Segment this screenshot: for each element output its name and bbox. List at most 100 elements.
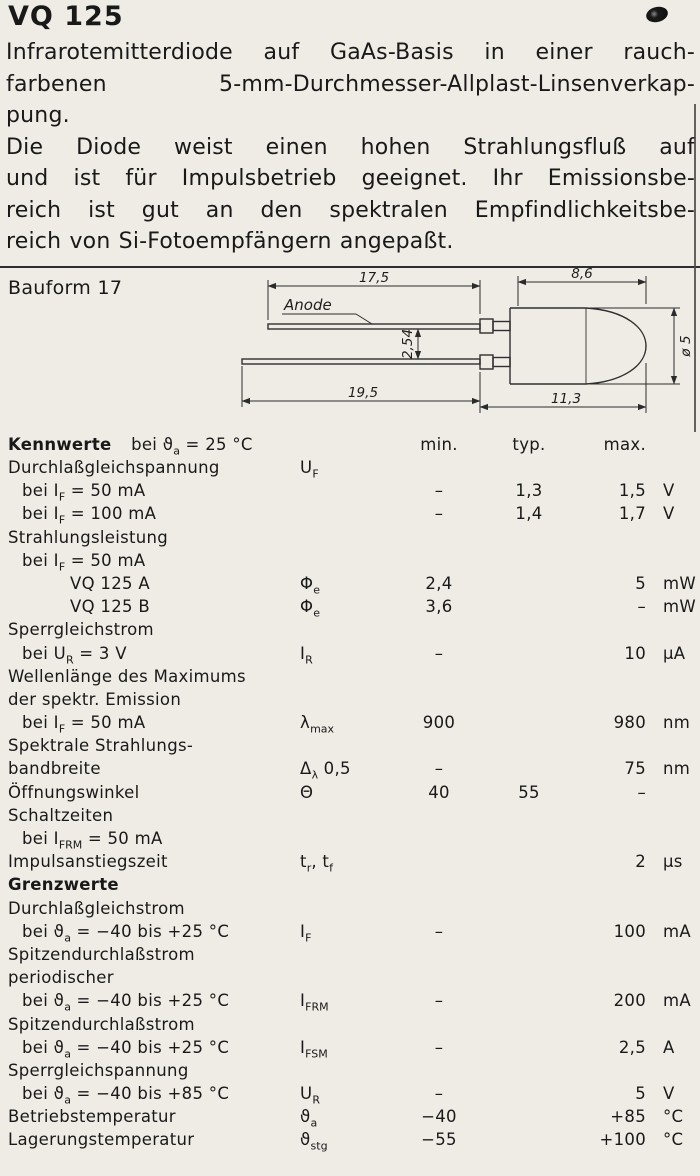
col-header-min: min. — [420, 435, 458, 454]
row-label: bandbreite — [8, 759, 101, 779]
row-min: – — [434, 643, 444, 663]
led-package-outline — [241, 307, 647, 385]
row-symbol: IR — [300, 643, 313, 666]
row-min: – — [434, 991, 444, 1011]
row-label: VQ 125 A — [70, 573, 150, 593]
table-row: Spitzendurchlaßstrom — [8, 1013, 694, 1036]
row-symbol: ϑa — [300, 1107, 318, 1130]
row-max: 2,5 — [618, 1037, 646, 1057]
paragraph-line: farbenen 5-mm-Durchmesser-Allplast-Linse… — [6, 71, 695, 97]
row-unit: nm — [663, 713, 691, 733]
row-unit: mA — [663, 991, 691, 1011]
section-divider — [0, 266, 700, 268]
row-label: bei ϑa = −40 bis +25 °C — [22, 1037, 230, 1060]
row-max: 200 — [613, 991, 646, 1011]
row-label: Öffnungswinkel — [8, 782, 140, 802]
row-unit: mW — [663, 573, 696, 593]
row-symbol: UR — [300, 1084, 321, 1107]
row-label: Sperrgleichstrom — [8, 620, 154, 640]
row-label: Strahlungsleistung — [8, 527, 169, 547]
row-typ: 1,4 — [515, 504, 543, 524]
row-symbol: Θ — [300, 782, 314, 802]
row-label: bei UR = 3 V — [22, 643, 127, 666]
dim-lead-bottom: 19,5 — [348, 385, 378, 401]
row-label: Lagerungstemperatur — [8, 1130, 195, 1150]
row-min: 40 — [428, 782, 450, 802]
row-max: 100 — [613, 921, 646, 941]
row-label: VQ 125 B — [70, 597, 150, 617]
row-label: bei ϑa = −40 bis +25 °C — [22, 921, 230, 945]
row-label: Durchlaßgleichspannung — [8, 458, 220, 477]
row-unit: °C — [663, 1107, 684, 1127]
row-unit: μs — [663, 852, 683, 872]
row-symbol: UF — [300, 458, 319, 481]
row-symbol: ϑstg — [300, 1130, 328, 1153]
row-unit: °C — [663, 1130, 684, 1150]
part-number-title: VQ 125 — [8, 1, 124, 32]
registration-dot-icon — [644, 4, 670, 25]
row-label: bei IF = 50 mA — [22, 481, 146, 504]
row-min: 3,6 — [425, 597, 453, 617]
table-row: Wellenlänge des Maximums — [8, 665, 694, 688]
paragraph-line: Infrarotemitterdiode auf GaAs-Basis in e… — [6, 40, 695, 65]
row-max: 75 — [624, 759, 646, 779]
row-max: +85 — [610, 1107, 646, 1127]
row-typ: 1,3 — [515, 481, 543, 501]
bauform-label: Bauform 17 — [8, 277, 123, 299]
row-min: – — [434, 1037, 444, 1057]
row-symbol: Δλ 0,5 — [300, 759, 351, 782]
row-symbol: IFSM — [300, 1037, 328, 1060]
row-max: 5 — [635, 573, 646, 593]
row-unit: nm — [663, 759, 691, 779]
row-max: 1,7 — [618, 504, 646, 524]
kennwerte-title: Kennwerte — [8, 435, 112, 454]
table-row: Spitzendurchlaßstrom — [8, 943, 694, 966]
row-typ: 55 — [518, 782, 540, 802]
row-unit: mW — [663, 597, 696, 617]
table-row: bei IFRM = 50 mA — [8, 827, 694, 851]
anode-lead — [267, 323, 481, 330]
col-header-max: max. — [603, 435, 646, 454]
row-label: Spitzendurchlaßstrom — [8, 1014, 195, 1034]
table-row: der spektr. Emission — [8, 688, 694, 711]
row-min: 2,4 — [425, 573, 453, 593]
row-label: bei IFRM = 50 mA — [22, 829, 163, 852]
row-symbol: Φe — [300, 573, 321, 597]
row-label: Schaltzeiten — [8, 805, 114, 825]
cathode-tab — [479, 354, 494, 370]
row-label: bei IF = 50 mA — [22, 550, 146, 574]
table-row: Schaltzeiten — [8, 804, 694, 827]
led-body — [509, 307, 586, 385]
dim-lead-top: 17,5 — [359, 270, 389, 286]
row-min: – — [434, 759, 444, 779]
row-label: Grenzwerte — [8, 875, 119, 895]
row-min: – — [434, 504, 444, 524]
table-condition: bei ϑa = 25 °C — [131, 435, 253, 458]
anode-tab — [479, 318, 494, 334]
table-header: Kennwerte bei ϑa = 25 °C min. typ. max. — [8, 433, 694, 458]
row-label: Spitzendurchlaßstrom — [8, 944, 195, 964]
table-row: periodischer — [8, 966, 694, 989]
row-unit: V — [663, 1084, 675, 1104]
row-label: Betriebstemperatur — [8, 1107, 176, 1127]
table-row: Sperrgleichspannung — [8, 1059, 694, 1082]
row-min: – — [434, 1084, 444, 1104]
row-symbol: λmax — [300, 713, 335, 736]
row-label: Spektrale Strahlungs- — [8, 736, 194, 756]
row-min: −55 — [421, 1130, 457, 1150]
paragraph-line: reich von Si-Fotoempfängern angepaßt. — [6, 229, 454, 254]
row-symbol: IFRM — [300, 991, 329, 1014]
row-label: Durchlaßgleichstrom — [8, 898, 185, 918]
row-max: – — [637, 782, 646, 802]
row-label: Wellenlänge des Maximums — [8, 666, 246, 686]
row-max: 5 — [635, 1084, 646, 1104]
